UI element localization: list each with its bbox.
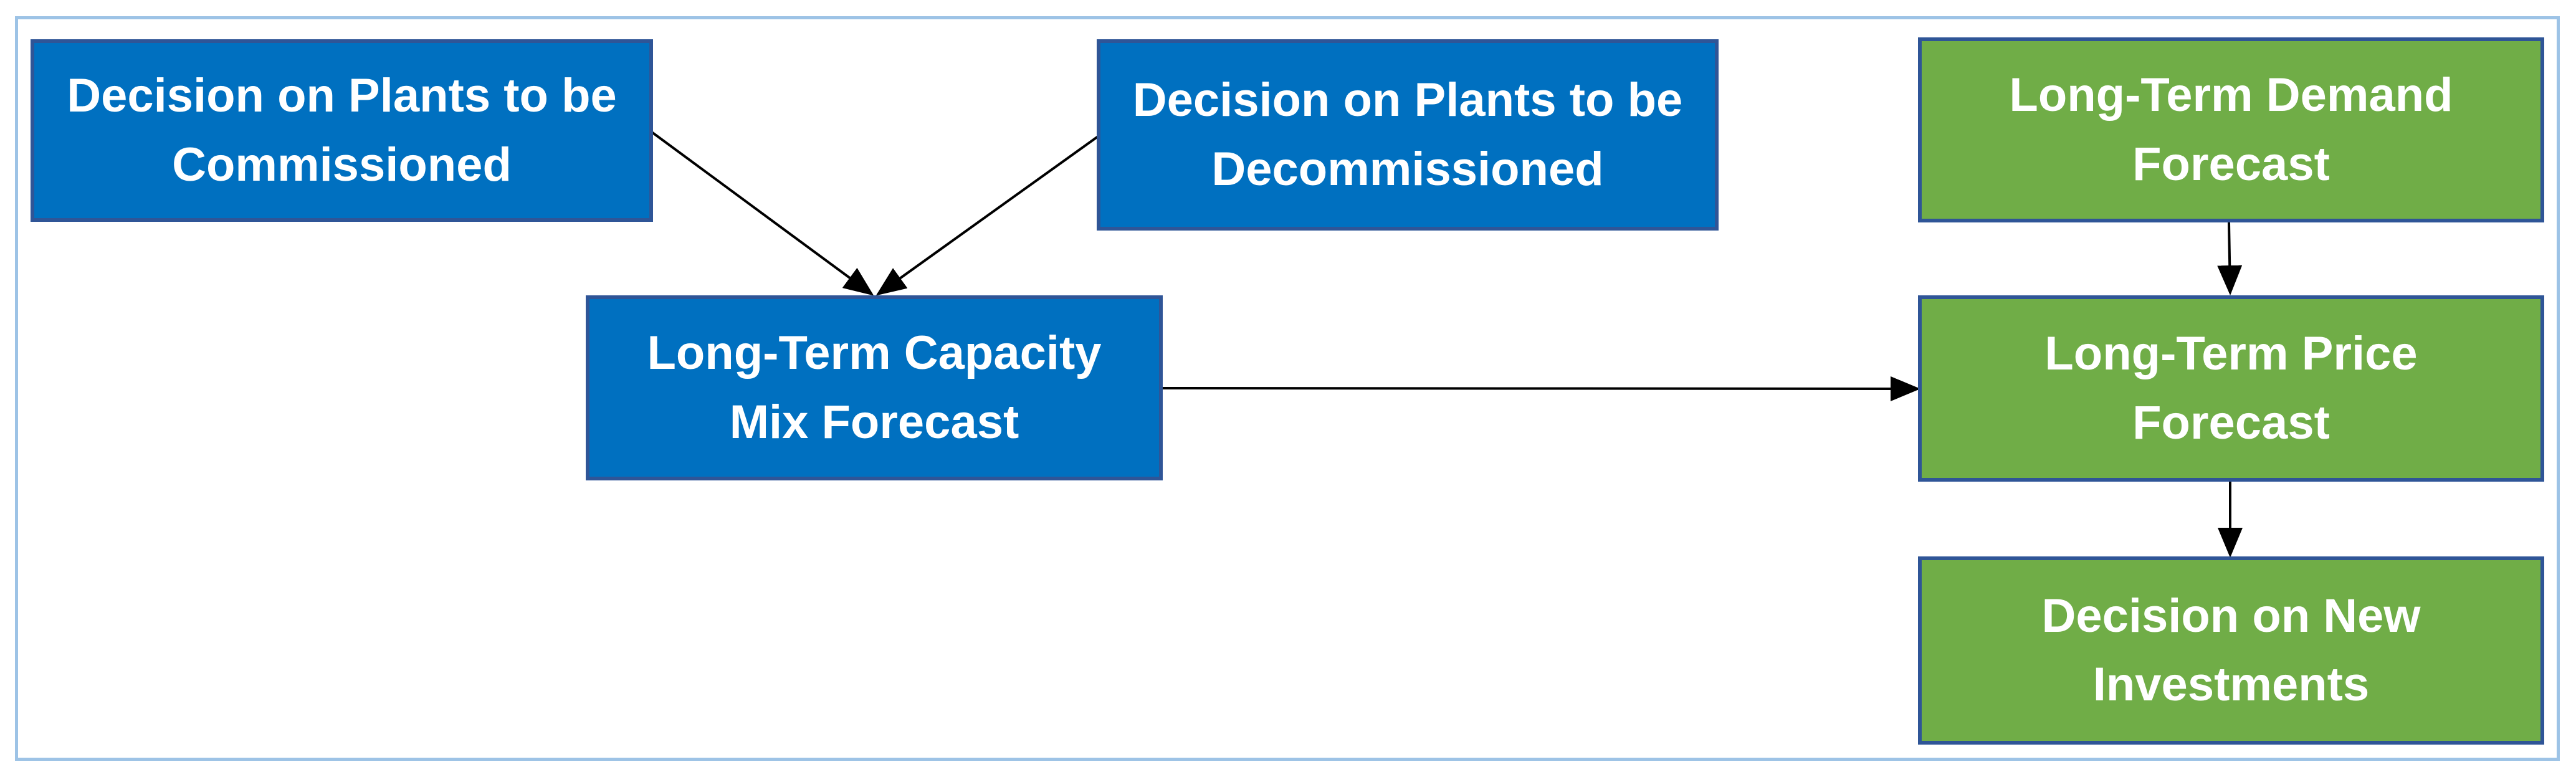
node-demand-forecast: Long-Term Demand Forecast — [1918, 37, 2544, 222]
node-demand-forecast-label: Long-Term Demand Forecast — [2009, 69, 2453, 191]
node-capacity-mix-forecast-label: Long-Term Capacity Mix Forecast — [647, 327, 1102, 449]
node-new-investments-label: Decision on New Investments — [2041, 589, 2421, 711]
node-plants-decommissioned: Decision on Plants to be Decommissioned — [1097, 39, 1719, 231]
edge-decommissioned-to-capacity-mix — [875, 135, 1099, 296]
node-capacity-mix-forecast: Long-Term Capacity Mix Forecast — [586, 295, 1163, 480]
node-new-investments: Decision on New Investments — [1918, 556, 2544, 745]
node-plants-commissioned-label: Decision on Plants to be Commissioned — [67, 69, 617, 191]
node-plants-decommissioned-label: Decision on Plants to be Decommissioned — [1132, 74, 1683, 196]
edge-demand-to-price-forecast — [2217, 222, 2243, 295]
node-price-forecast: Long-Term Price Forecast — [1918, 295, 2544, 482]
edge-commissioned-to-capacity-mix — [651, 131, 874, 296]
node-plants-commissioned: Decision on Plants to be Commissioned — [31, 39, 653, 222]
node-price-forecast-label: Long-Term Price Forecast — [2044, 327, 2418, 449]
edge-capacity-mix-to-price-forecast — [1161, 376, 1920, 401]
